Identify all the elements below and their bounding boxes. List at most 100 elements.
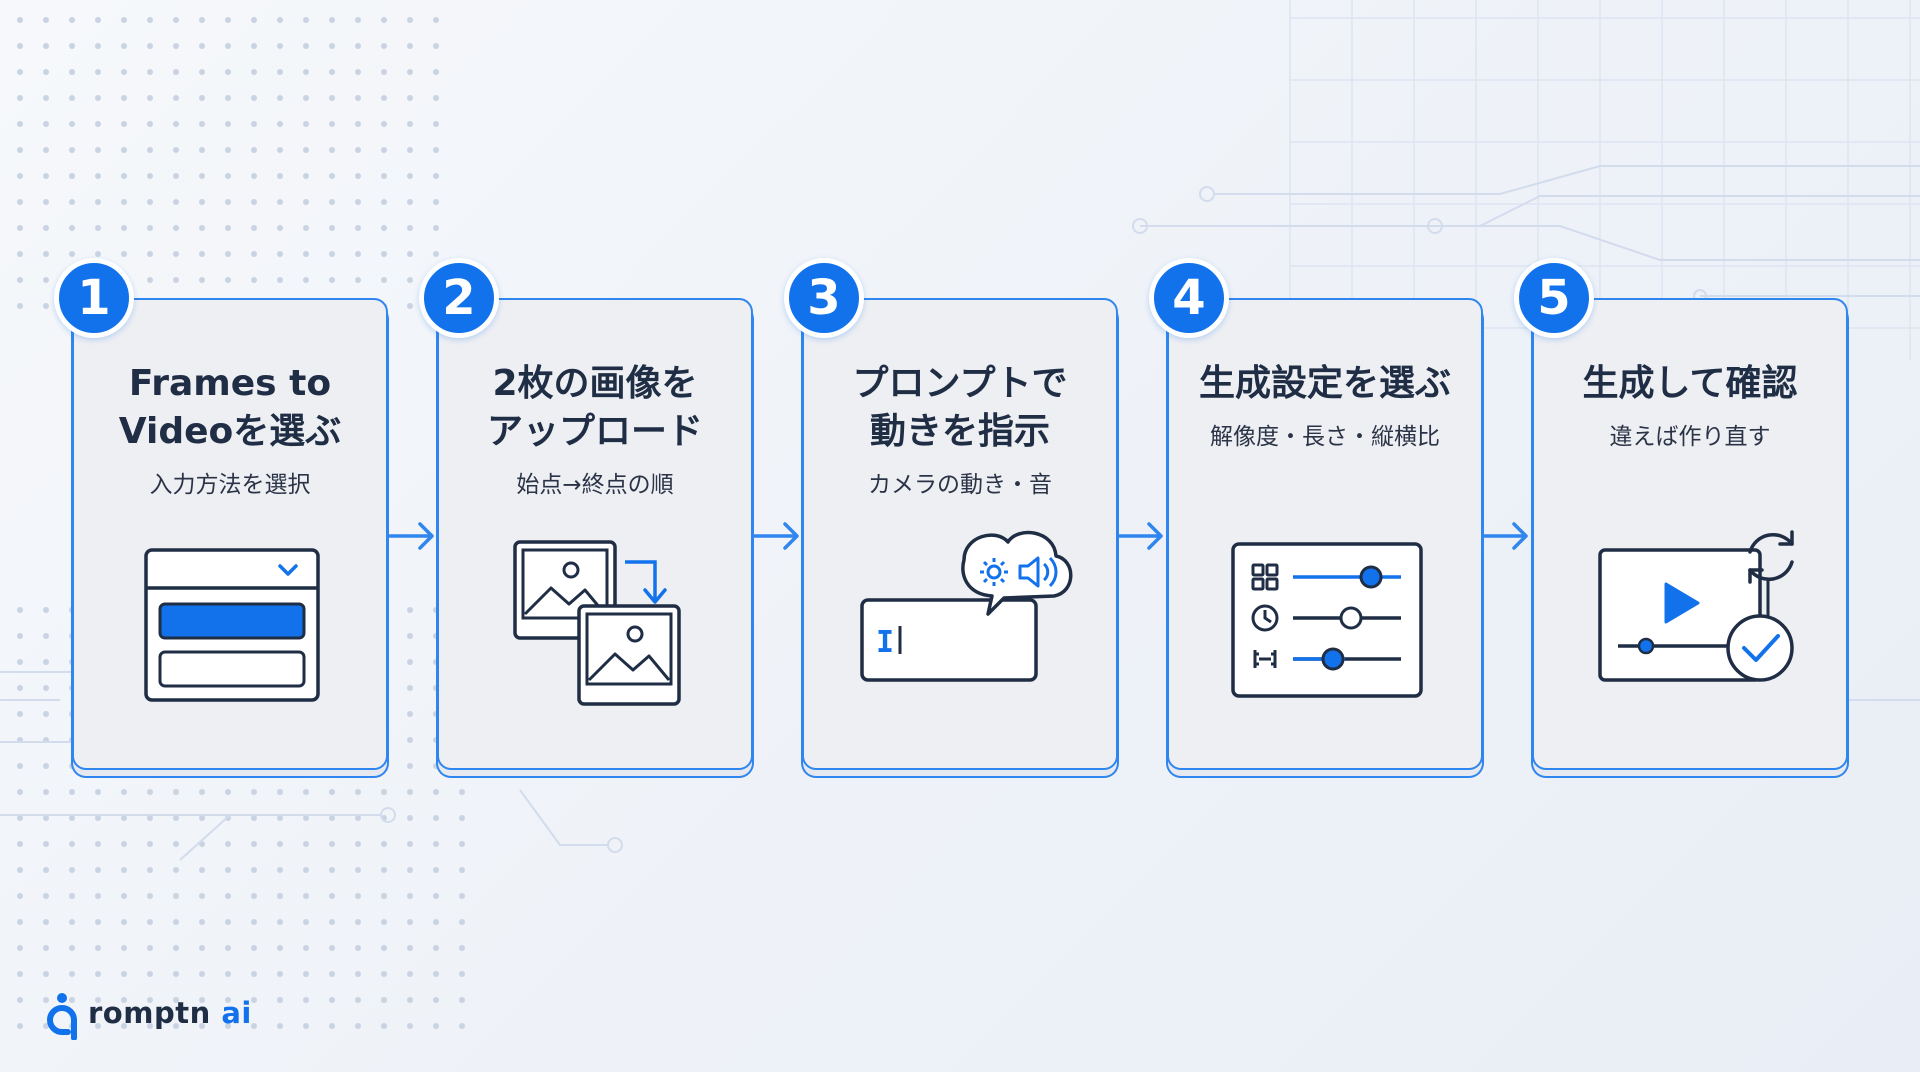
- background-dot: [277, 225, 283, 231]
- background-dot: [173, 919, 179, 925]
- background-dot: [433, 893, 439, 899]
- background-dot: [355, 919, 361, 925]
- background-dot: [329, 225, 335, 231]
- background-dot: [69, 971, 75, 977]
- background-dot: [381, 919, 387, 925]
- background-dot: [251, 121, 257, 127]
- background-dot: [277, 971, 283, 977]
- background-dot: [95, 841, 101, 847]
- background-dot: [173, 225, 179, 231]
- background-dot: [459, 1023, 465, 1029]
- background-dot: [199, 971, 205, 977]
- background-dot: [407, 763, 413, 769]
- background-dot: [121, 815, 127, 821]
- step-subtitle: 始点→終点の順: [516, 472, 674, 498]
- background-dot: [69, 841, 75, 847]
- background-dot: [329, 997, 335, 1003]
- background-dot: [17, 997, 23, 1003]
- background-dot: [355, 1023, 361, 1029]
- background-dot: [17, 815, 23, 821]
- background-dot: [381, 997, 387, 1003]
- background-dot: [95, 251, 101, 257]
- background-dot: [199, 893, 205, 899]
- background-dot: [381, 43, 387, 49]
- background-dot: [17, 659, 23, 665]
- background-dot: [43, 945, 49, 951]
- background-dot: [17, 43, 23, 49]
- step-number-badge-1: 1: [54, 258, 134, 338]
- background-dot: [69, 893, 75, 899]
- background-dot: [173, 251, 179, 257]
- background-dot: [381, 945, 387, 951]
- background-dot: [173, 199, 179, 205]
- background-dot: [459, 815, 465, 821]
- background-dot: [329, 17, 335, 23]
- background-dot: [277, 173, 283, 179]
- background-dot: [225, 789, 231, 795]
- background-dot: [147, 69, 153, 75]
- logo-text-accent: ai: [221, 996, 252, 1030]
- background-dot: [355, 893, 361, 899]
- background-dot: [147, 867, 153, 873]
- background-dot: [433, 841, 439, 847]
- background-dot: [225, 893, 231, 899]
- step-title: プロンプトで 動きを指示: [852, 363, 1068, 452]
- background-dot: [69, 225, 75, 231]
- background-dot: [173, 945, 179, 951]
- background-dot: [43, 815, 49, 821]
- logo-text-main: romptn: [88, 996, 211, 1030]
- background-dot: [17, 17, 23, 23]
- background-dot: [121, 69, 127, 75]
- background-dot: [407, 711, 413, 717]
- background-dot: [225, 919, 231, 925]
- background-dot: [147, 789, 153, 795]
- background-dot: [225, 17, 231, 23]
- background-dot: [121, 121, 127, 127]
- background-dot: [121, 997, 127, 1003]
- background-dot: [329, 277, 335, 283]
- background-dot: [459, 841, 465, 847]
- background-dot: [277, 945, 283, 951]
- background-dot: [199, 997, 205, 1003]
- background-dot: [95, 919, 101, 925]
- background-dot: [43, 17, 49, 23]
- step-subtitle: カメラの動き・音: [868, 472, 1052, 498]
- background-dot: [121, 199, 127, 205]
- arrow-right-icon: [1482, 522, 1528, 550]
- background-dot: [303, 251, 309, 257]
- background-dot: [17, 633, 23, 639]
- background-dot: [43, 1023, 49, 1029]
- background-dot: [199, 173, 205, 179]
- background-dot: [407, 303, 413, 309]
- background-dot: [251, 789, 257, 795]
- background-dot: [69, 199, 75, 205]
- background-dot: [95, 199, 101, 205]
- background-dot: [173, 277, 179, 283]
- background-dot: [225, 251, 231, 257]
- background-dot: [43, 199, 49, 205]
- step-number-badge-2: 2: [419, 258, 499, 338]
- background-dot: [277, 121, 283, 127]
- background-dot: [329, 945, 335, 951]
- background-dot: [407, 867, 413, 873]
- background-dot: [121, 1023, 127, 1029]
- background-dot: [199, 17, 205, 23]
- background-dot: [407, 945, 413, 951]
- background-dot: [43, 43, 49, 49]
- background-dot: [225, 69, 231, 75]
- background-dot: [303, 199, 309, 205]
- background-dot: [355, 971, 361, 977]
- background-dot: [381, 971, 387, 977]
- background-dot: [381, 841, 387, 847]
- background-dot: [95, 121, 101, 127]
- background-dot: [303, 17, 309, 23]
- background-dot: [17, 919, 23, 925]
- settings-sliders-icon: [1231, 542, 1423, 698]
- step-subtitle: 入力方法を選択: [149, 472, 311, 498]
- background-dot: [43, 251, 49, 257]
- svg-text:I: I: [876, 625, 894, 660]
- background-dot: [277, 43, 283, 49]
- background-dot: [381, 251, 387, 257]
- background-dot: [225, 173, 231, 179]
- background-dot: [95, 69, 101, 75]
